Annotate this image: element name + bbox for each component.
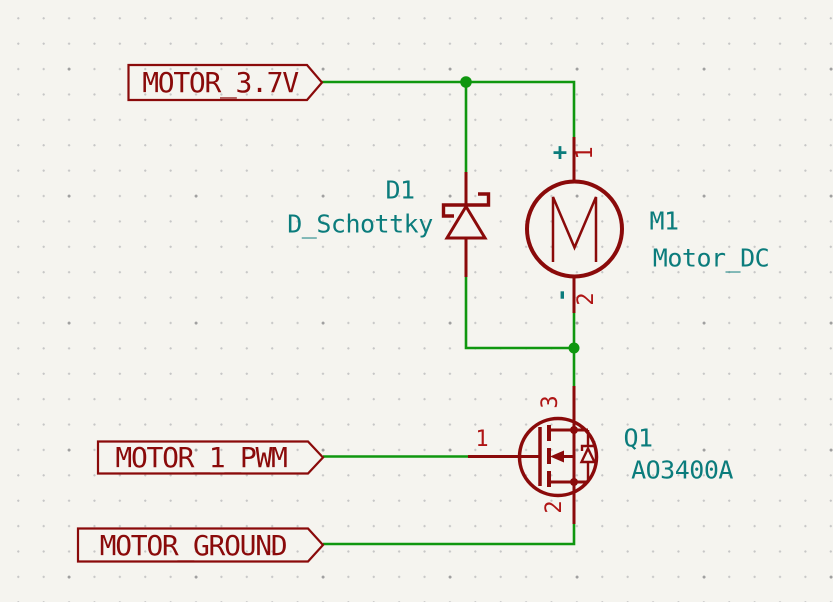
mosfet-symbol[interactable]: [468, 386, 599, 524]
motor-m-letter: [551, 196, 598, 262]
motor-pin-minus-name: -: [547, 287, 575, 303]
diode-anode-triangle: [444, 203, 488, 240]
mosfet-pin-3-number: 3: [538, 395, 563, 409]
wire-net-motor-minus[interactable]: [464, 277, 576, 386]
mosfet-value[interactable]: AO3400A: [631, 455, 733, 485]
global-label-shape-motor-1-pwm[interactable]: [96, 440, 325, 475]
mosfet-pin-1-number: 1: [475, 427, 489, 452]
wire-net-motor-ground[interactable]: [323, 524, 576, 546]
mosfet-source-arrow: [550, 450, 564, 463]
junction-dots: [460, 76, 580, 354]
motor-body-circle: [525, 179, 624, 279]
global-label-motor-ground[interactable]: MOTOR_GROUND: [99, 529, 288, 562]
wire-net-motor-3v7[interactable]: [322, 80, 576, 172]
motor-pin-2-number: 2: [574, 292, 599, 306]
global-label-shape-motor-3v7[interactable]: [127, 63, 324, 102]
global-label-motor-3v7[interactable]: MOTOR_3.7V: [142, 66, 299, 99]
mosfet-pin-2-number: 2: [542, 500, 567, 514]
diode-reference[interactable]: D1: [385, 175, 415, 205]
mosfet-body-diode: [579, 430, 597, 482]
schottky-diode-symbol[interactable]: [441, 172, 491, 277]
motor-reference[interactable]: M1: [649, 206, 679, 236]
dc-motor-symbol[interactable]: [525, 137, 624, 313]
diode-value[interactable]: D_Schottky: [287, 209, 433, 239]
mosfet-reference[interactable]: Q1: [623, 423, 653, 453]
motor-value[interactable]: Motor_DC: [652, 243, 770, 273]
motor-pin-plus-name: +: [552, 138, 568, 166]
global-label-shape-motor-ground[interactable]: [76, 527, 325, 563]
motor-pin-1-number: 1: [573, 146, 598, 160]
global-label-motor-1-pwm[interactable]: MOTOR_1_PWM: [115, 441, 287, 474]
